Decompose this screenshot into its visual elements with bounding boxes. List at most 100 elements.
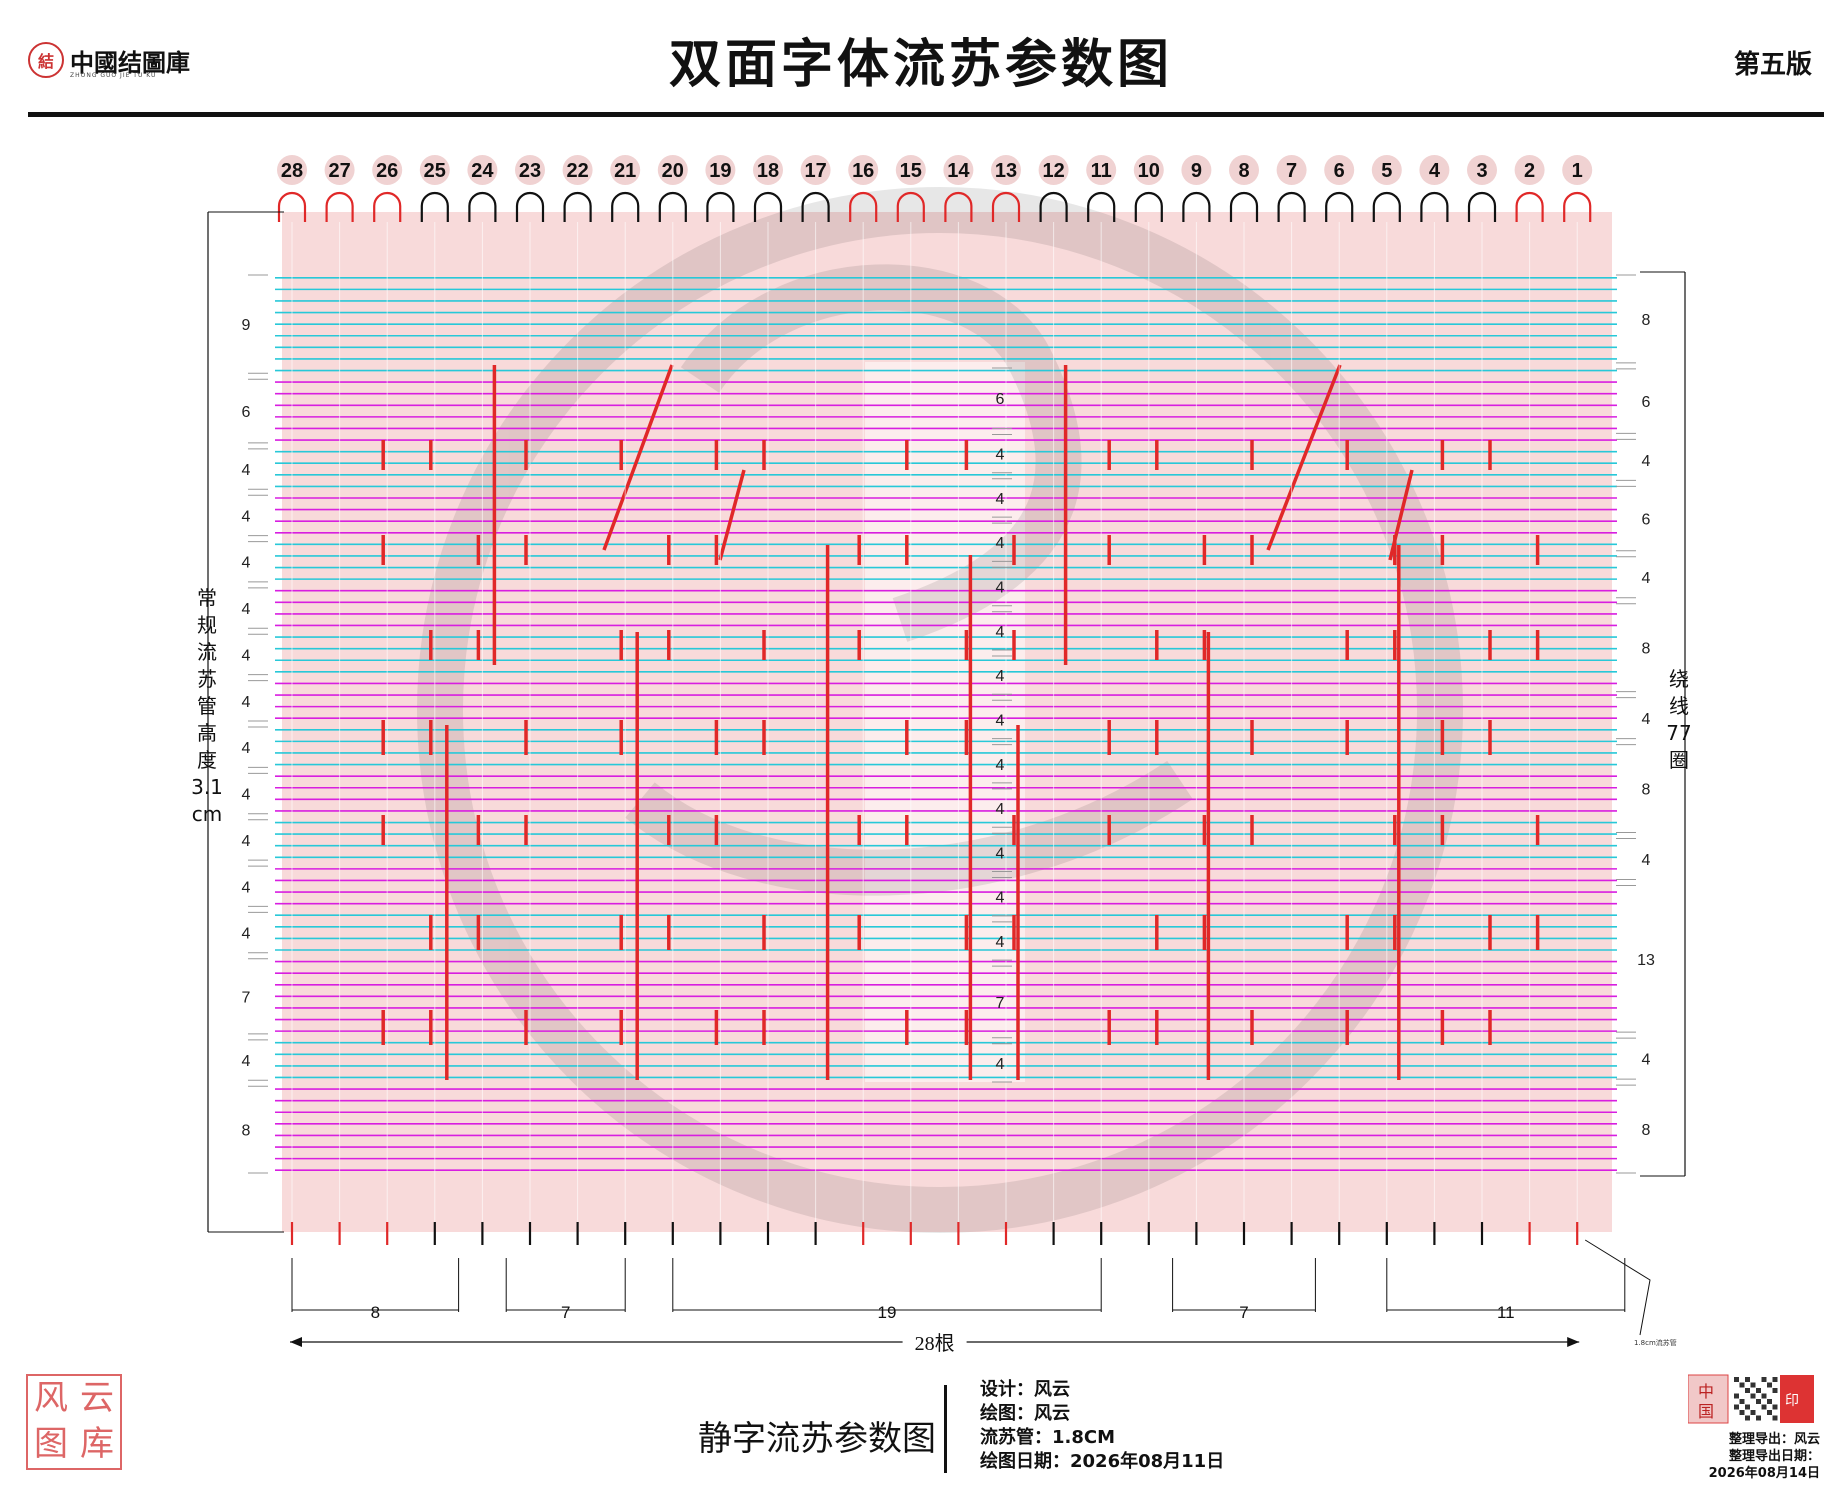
- right-segment-value: 8: [1642, 782, 1651, 799]
- export-info: 整理导出：风云 整理导出日期： 2026年08月14日: [1700, 1431, 1820, 1482]
- tube-loop: [1039, 191, 1068, 222]
- tube-number-badge: [800, 155, 831, 185]
- right-segment-value: 4: [1642, 453, 1651, 470]
- left-segment-value: 4: [242, 787, 251, 804]
- tube-loop: [420, 191, 449, 222]
- tube-loop: [1420, 191, 1449, 222]
- middle-segment-value: 4: [996, 890, 1005, 907]
- tube-loop: [468, 191, 497, 222]
- tube-number-badge: [419, 155, 450, 185]
- left-segment-value: 4: [242, 555, 251, 572]
- tube-number-badge: [943, 155, 974, 185]
- tube-number-badge: [657, 155, 688, 185]
- tube-number: 9: [1191, 160, 1202, 182]
- tube-loop: [1467, 191, 1497, 222]
- tube-number: 22: [566, 160, 588, 182]
- tube-loop: [1182, 191, 1211, 222]
- right-segment-value: 8: [1642, 641, 1651, 658]
- tube-loop: [801, 191, 830, 222]
- middle-segment-value: 4: [996, 845, 1005, 862]
- edition-label: 第五版: [1733, 50, 1812, 80]
- left-segment-value: 4: [242, 1053, 251, 1070]
- label-char: cm: [191, 802, 223, 826]
- tube-loop: [1325, 191, 1354, 222]
- qr-cell: [1734, 1377, 1739, 1382]
- tube-loop: [944, 191, 973, 222]
- tube-number: 25: [424, 160, 446, 182]
- label-char: 77: [1666, 721, 1692, 745]
- qr-cell: [1761, 1377, 1767, 1382]
- qr-cell: [1739, 1399, 1745, 1404]
- qr-cell: [1772, 1404, 1778, 1410]
- qr-seal-char: 国: [1698, 1402, 1714, 1421]
- tube-number-badge: [1419, 155, 1450, 185]
- middle-segment-value: 6: [996, 391, 1005, 408]
- export-by-text: 整理导出：风云: [1728, 1432, 1820, 1447]
- logo-subtext: ZHONG GUO JIE TU KU: [70, 72, 157, 79]
- middle-segment-value: 4: [996, 668, 1005, 685]
- middle-segment-value: 7: [996, 995, 1005, 1012]
- left-segment-value: 4: [242, 508, 251, 525]
- tube-loop: [991, 191, 1021, 222]
- left-segment-value: 4: [242, 601, 251, 618]
- qr-cell: [1739, 1410, 1745, 1415]
- tube-loop: [1563, 191, 1592, 222]
- page-title: 双面字体流苏参数图: [668, 35, 1173, 95]
- tube-note-leader: [1584, 1239, 1651, 1336]
- tube-loop: [1134, 191, 1163, 222]
- left-segment-value: 4: [242, 740, 251, 757]
- qr-cell: [1772, 1377, 1778, 1382]
- qr-cell: [1761, 1404, 1767, 1410]
- left-segment-value: 6: [242, 404, 251, 421]
- tube-loop: [849, 191, 878, 222]
- qr-cell: [1767, 1399, 1772, 1404]
- label-char: 常: [197, 586, 217, 610]
- tube-number-badge: [372, 155, 403, 185]
- tube-loop: [896, 191, 925, 222]
- label-char: 规: [197, 613, 217, 637]
- qr-code-icon: 中 国 印: [1688, 1374, 1814, 1424]
- tube-loop: [1087, 191, 1116, 222]
- label-char: 线: [1669, 694, 1689, 718]
- tube-number: 3: [1476, 160, 1487, 182]
- tube-number-badge: [1133, 155, 1164, 185]
- tube-number-badge: [1276, 155, 1307, 185]
- qr-cell: [1745, 1377, 1750, 1382]
- tube-number-badge: [705, 155, 736, 185]
- qr-seal-char: 中: [1698, 1382, 1714, 1401]
- left-segment-value: 4: [242, 462, 251, 479]
- designer-text: 设计：风云: [980, 1379, 1070, 1400]
- glyph-diagonal-stroke: [718, 469, 746, 561]
- middle-segment-value: 4: [996, 757, 1005, 774]
- middle-segment-value: 4: [996, 1056, 1005, 1073]
- tube-number-badge: [1181, 155, 1212, 185]
- tube-loop: [706, 191, 735, 222]
- qr-cell: [1750, 1382, 1756, 1388]
- middle-segment-value: 4: [996, 491, 1005, 508]
- tube-number: 7: [1286, 160, 1297, 182]
- drawer-text: 绘图：风云: [980, 1403, 1070, 1424]
- qr-cell: [1750, 1393, 1756, 1399]
- draw-date-text: 绘图日期：2026年08月11日: [980, 1451, 1225, 1472]
- tube-number: 28: [281, 160, 303, 182]
- logo-text: 中國结圖庫: [70, 48, 190, 77]
- export-date-text: 2026年08月14日: [1708, 1466, 1820, 1481]
- tube-loop: [563, 191, 592, 222]
- tube-number: 23: [519, 160, 541, 182]
- tube-number-badge: [467, 155, 498, 185]
- right-segment-value: 13: [1637, 952, 1655, 969]
- tube-number: 13: [995, 160, 1017, 182]
- qr-cell: [1734, 1404, 1739, 1410]
- left-segment-value: 4: [242, 833, 251, 850]
- right-segment-value: 6: [1642, 394, 1651, 411]
- tube-number: 4: [1429, 160, 1441, 182]
- qr-cell: [1750, 1410, 1756, 1415]
- tube-number: 17: [804, 160, 826, 182]
- tube-number: 24: [471, 160, 494, 182]
- label-char: 苏: [197, 667, 217, 691]
- glyph-diagonal-stroke: [1388, 469, 1414, 561]
- tube-number: 19: [709, 160, 731, 182]
- tube-loop: [325, 191, 354, 222]
- tube-loop: [1515, 191, 1544, 222]
